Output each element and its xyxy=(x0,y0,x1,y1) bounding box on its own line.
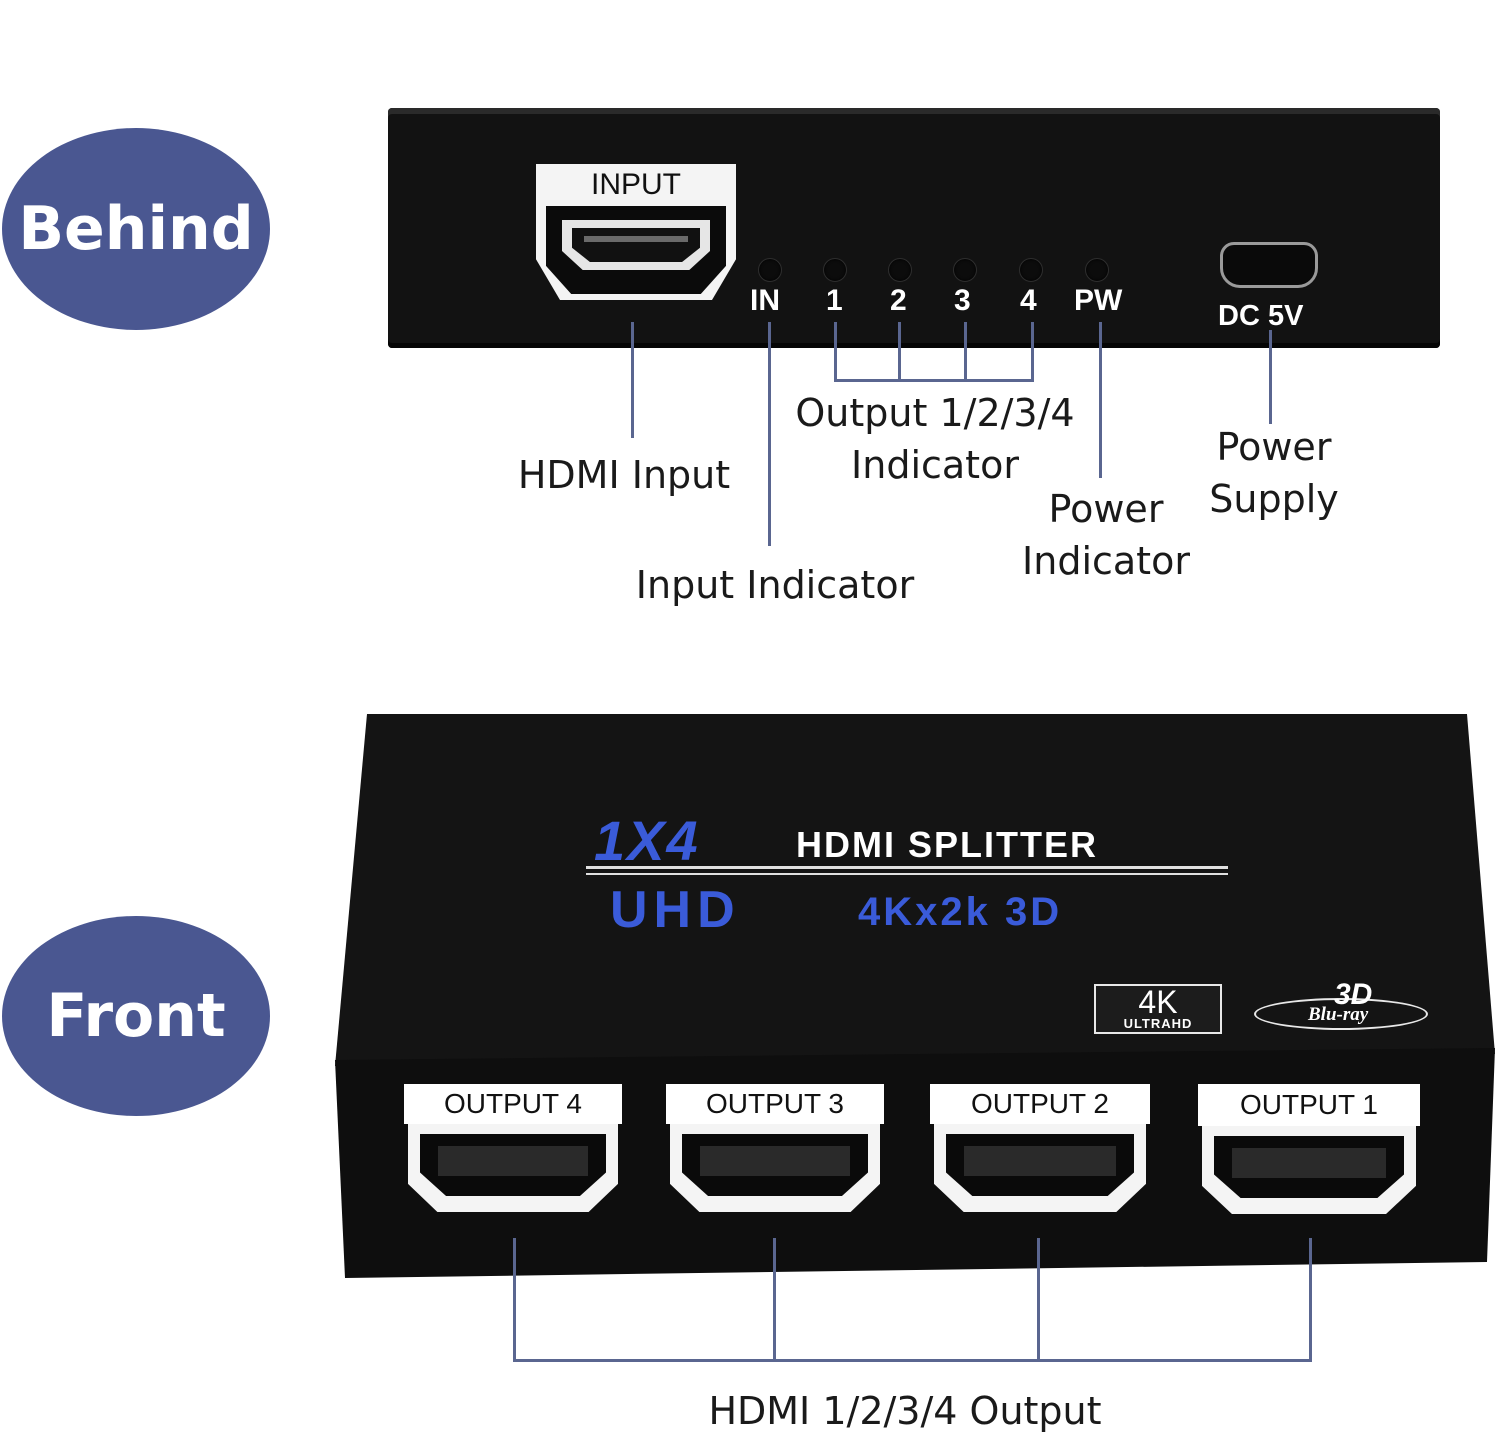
badge-3d-bluray: 3D Blu-ray xyxy=(1254,978,1434,1030)
callout-power-supply-1: Power xyxy=(1216,425,1332,469)
output-2-label: OUTPUT 2 xyxy=(930,1084,1150,1124)
wire-out1 xyxy=(834,322,837,382)
resolution-text: 4Kx2k 3D xyxy=(858,890,1063,934)
wire-output-4 xyxy=(513,1238,516,1362)
led-label-4: 4 xyxy=(1020,284,1037,317)
front-view-label: Front xyxy=(46,981,226,1051)
wire-hdmi-input xyxy=(631,322,634,438)
badge-4k: 4K ULTRAHD xyxy=(1094,984,1222,1034)
led-label-1: 1 xyxy=(826,284,843,317)
wire-input-indicator xyxy=(768,322,771,546)
output-3-label: OUTPUT 3 xyxy=(666,1084,884,1124)
output-3-hdmi-socket xyxy=(670,1124,880,1212)
led-2 xyxy=(888,258,912,282)
output-1-label: OUTPUT 1 xyxy=(1198,1084,1420,1126)
rear-input-port-frame: INPUT xyxy=(536,164,736,300)
callout-output-indicator-2: Indicator xyxy=(851,443,1019,487)
micro-usb-port xyxy=(1220,242,1318,288)
led-label-pw: PW xyxy=(1074,284,1123,317)
callout-input-indicator: Input Indicator xyxy=(635,563,915,607)
output-2-hdmi-socket xyxy=(934,1124,1146,1212)
wire-output-2 xyxy=(1037,1238,1040,1362)
led-in xyxy=(758,258,782,282)
wire-out2 xyxy=(898,322,901,382)
callout-hdmi-output: HDMI 1/2/3/4 Output xyxy=(708,1389,1102,1433)
callout-power-indicator-2: Indicator xyxy=(1022,539,1190,583)
led-4 xyxy=(1019,258,1043,282)
wire-output-1 xyxy=(1309,1238,1312,1362)
output-port-1: OUTPUT 1 xyxy=(1198,1084,1420,1216)
dc-5v-label: DC 5V xyxy=(1218,300,1304,332)
badge-4k-text: 4K xyxy=(1138,984,1178,1020)
rear-panel: INPUT IN 1 2 3 4 PW DC 5V xyxy=(388,108,1440,348)
output-1-hdmi-socket xyxy=(1202,1126,1416,1214)
brand-ratio: 1X4 xyxy=(594,809,700,872)
callout-output-indicator-1: Output 1/2/3/4 xyxy=(795,391,1075,435)
uhd-text: UHD xyxy=(610,881,741,939)
wire-power-supply xyxy=(1269,330,1272,424)
output-port-4: OUTPUT 4 xyxy=(404,1084,622,1214)
wire-output-3 xyxy=(773,1238,776,1362)
output-port-2: OUTPUT 2 xyxy=(930,1084,1150,1214)
badge-3d-text: 3D xyxy=(1334,978,1373,1011)
behind-view-label: Behind xyxy=(18,194,254,264)
wire-power-indicator xyxy=(1099,322,1102,478)
led-label-2: 2 xyxy=(890,284,907,317)
callout-power-supply-2: Supply xyxy=(1209,477,1339,521)
wire-out3 xyxy=(964,322,967,382)
brand-rule-1 xyxy=(586,866,1228,869)
wire-out-bar xyxy=(834,379,1034,382)
led-label-in: IN xyxy=(750,284,780,317)
brand-name: HDMI SPLITTER xyxy=(796,824,1098,865)
output-port-3: OUTPUT 3 xyxy=(666,1084,884,1214)
wire-out4 xyxy=(1031,322,1034,382)
brand-rule-2 xyxy=(586,873,1228,875)
led-3 xyxy=(953,258,977,282)
rear-hdmi-input-port xyxy=(546,206,726,294)
front-view-badge: Front xyxy=(2,916,270,1116)
callout-hdmi-input: HDMI Input xyxy=(517,453,731,497)
output-4-hdmi-socket xyxy=(408,1124,618,1212)
badge-ultrahd-text: ULTRAHD xyxy=(1123,1016,1193,1031)
wire-output-bar xyxy=(513,1359,1312,1362)
behind-view-badge: Behind xyxy=(2,128,270,330)
led-pw xyxy=(1085,258,1109,282)
output-4-label: OUTPUT 4 xyxy=(404,1084,622,1124)
callout-power-indicator-1: Power xyxy=(1048,487,1164,531)
led-1 xyxy=(823,258,847,282)
badge-bluray-text: Blu-ray xyxy=(1308,1004,1369,1025)
rear-input-label: INPUT xyxy=(591,168,681,201)
led-label-3: 3 xyxy=(954,284,971,317)
